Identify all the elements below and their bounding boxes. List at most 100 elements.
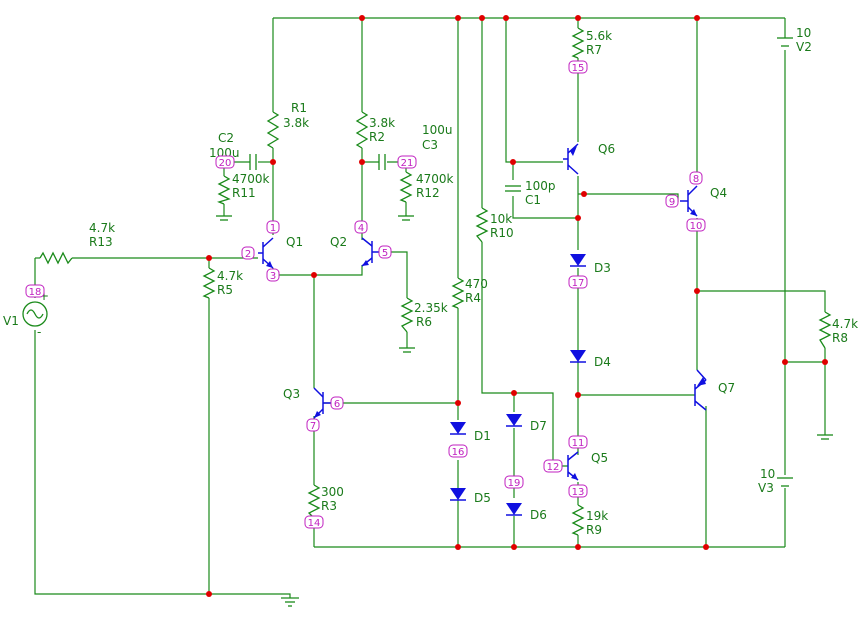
node-label: 14 — [304, 515, 324, 529]
node-label: 7 — [306, 418, 320, 432]
resistor-r7: 5.6k R7 — [571, 27, 612, 59]
c1-value: 100p — [525, 179, 556, 193]
transistor-q5: Q5 — [567, 451, 608, 481]
r5-value: 4.7k — [217, 269, 243, 283]
c1-name: C1 — [525, 193, 541, 207]
q3-name: Q3 — [283, 387, 300, 401]
node-label: 11 — [568, 435, 588, 449]
resistor-r6: 2.35k R6 — [400, 297, 448, 333]
resistor-r12: 4700k R12 — [399, 171, 454, 203]
r1-name: R1 — [291, 101, 307, 115]
r8-value: 4.7k — [832, 317, 858, 331]
q6-name: Q6 — [598, 142, 615, 156]
node-label: 18 — [25, 284, 45, 298]
transistor-q3: Q3 — [283, 387, 331, 419]
v2-value: 10 — [796, 26, 811, 40]
battery-v2: 10 V2 — [777, 26, 812, 54]
diode-d1: D1 — [450, 422, 491, 443]
transistor-q4: Q4 — [680, 185, 727, 217]
svg-text:10: 10 — [690, 221, 703, 232]
svg-text:15: 15 — [572, 63, 585, 74]
r13-name: R13 — [89, 235, 113, 249]
r1-value: 3.8k — [283, 116, 309, 130]
v1-plus: + — [39, 289, 49, 303]
transistor-q6: Q6 — [563, 142, 615, 175]
d3-name: D3 — [594, 261, 611, 275]
node-label: 10 — [686, 218, 706, 232]
c2-name: C2 — [218, 131, 234, 145]
capacitor-c2: C2 100u — [209, 131, 257, 170]
resistor-r9: 19k R9 — [571, 504, 608, 537]
resistor-r11: 4700k R11 — [217, 172, 270, 205]
q7-name: Q7 — [718, 381, 735, 395]
q1-name: Q1 — [286, 235, 303, 249]
diode-d4: D4 — [570, 350, 611, 369]
svg-text:6: 6 — [334, 399, 340, 410]
resistor-r5: 4.7k R5 — [202, 267, 243, 299]
node-label: 15 — [568, 60, 588, 74]
v1-minus: - — [37, 325, 41, 339]
battery-v3: 10 V3 — [758, 467, 793, 495]
resistor-r4: 470 R4 — [451, 277, 488, 309]
ground-icon — [817, 434, 833, 440]
r11-name: R11 — [232, 186, 256, 200]
v2-name: V2 — [796, 40, 812, 54]
d5-name: D5 — [474, 491, 491, 505]
resistor-r8: 4.7k R8 — [818, 311, 858, 349]
r12-value: 4700k — [416, 172, 454, 186]
svg-text:11: 11 — [572, 438, 585, 449]
r2-value: 3.8k — [369, 116, 395, 130]
resistor-r13: 4.7k R13 — [39, 221, 115, 265]
node-label: 17 — [568, 275, 588, 289]
node-label: 12 — [543, 459, 563, 473]
d6-name: D6 — [530, 508, 547, 522]
diode-d6: D6 — [506, 503, 547, 522]
node-label: 21 — [397, 155, 417, 169]
svg-text:9: 9 — [669, 197, 675, 208]
v3-value: 10 — [760, 467, 775, 481]
v3-name: V3 — [758, 481, 774, 495]
resistor-r10: 10k R10 — [475, 207, 514, 243]
node-label: 3 — [266, 268, 280, 282]
q5-name: Q5 — [591, 451, 608, 465]
node-label: 1 — [266, 220, 280, 234]
r7-value: 5.6k — [586, 29, 612, 43]
d7-name: D7 — [530, 419, 547, 433]
svg-text:13: 13 — [572, 487, 585, 498]
r7-name: R7 — [586, 43, 602, 57]
transistor-q1: Q1 — [258, 235, 303, 269]
r2-name: R2 — [369, 130, 385, 144]
transistor-q7: Q7 — [694, 369, 735, 411]
svg-text:3: 3 — [270, 271, 276, 282]
node-label: 20 — [215, 155, 235, 169]
r10-value: 10k — [490, 212, 512, 226]
capacitor-c3: 100u C3 — [378, 123, 453, 170]
node-labels: 1 2 3 4 5 6 7 8 9 10 11 12 13 14 15 16 1… — [25, 60, 706, 529]
q2-name: Q2 — [330, 235, 347, 249]
r11-value: 4700k — [232, 172, 270, 186]
node-label: 6 — [330, 396, 344, 410]
svg-text:17: 17 — [572, 278, 585, 289]
svg-text:19: 19 — [508, 478, 521, 489]
r6-value: 2.35k — [414, 301, 448, 315]
r13-value: 4.7k — [89, 221, 115, 235]
svg-text:1: 1 — [270, 223, 276, 234]
node-label: 4 — [354, 220, 368, 234]
svg-text:2: 2 — [245, 249, 251, 260]
d1-name: D1 — [474, 429, 491, 443]
c3-name: C3 — [422, 138, 438, 152]
transistor-q2: Q2 — [330, 235, 380, 267]
node-label: 9 — [665, 194, 679, 208]
d4-name: D4 — [594, 355, 611, 369]
node-label: 16 — [448, 444, 468, 458]
node-label: 5 — [378, 245, 392, 259]
svg-text:7: 7 — [310, 421, 316, 432]
diode-d5: D5 — [450, 488, 491, 505]
diode-d3: D3 — [570, 254, 611, 275]
diode-d7: D7 — [506, 414, 547, 433]
resistor-r1: R1 3.8k — [266, 101, 309, 149]
r5-name: R5 — [217, 283, 233, 297]
resistor-r3: 300 R3 — [307, 484, 344, 519]
